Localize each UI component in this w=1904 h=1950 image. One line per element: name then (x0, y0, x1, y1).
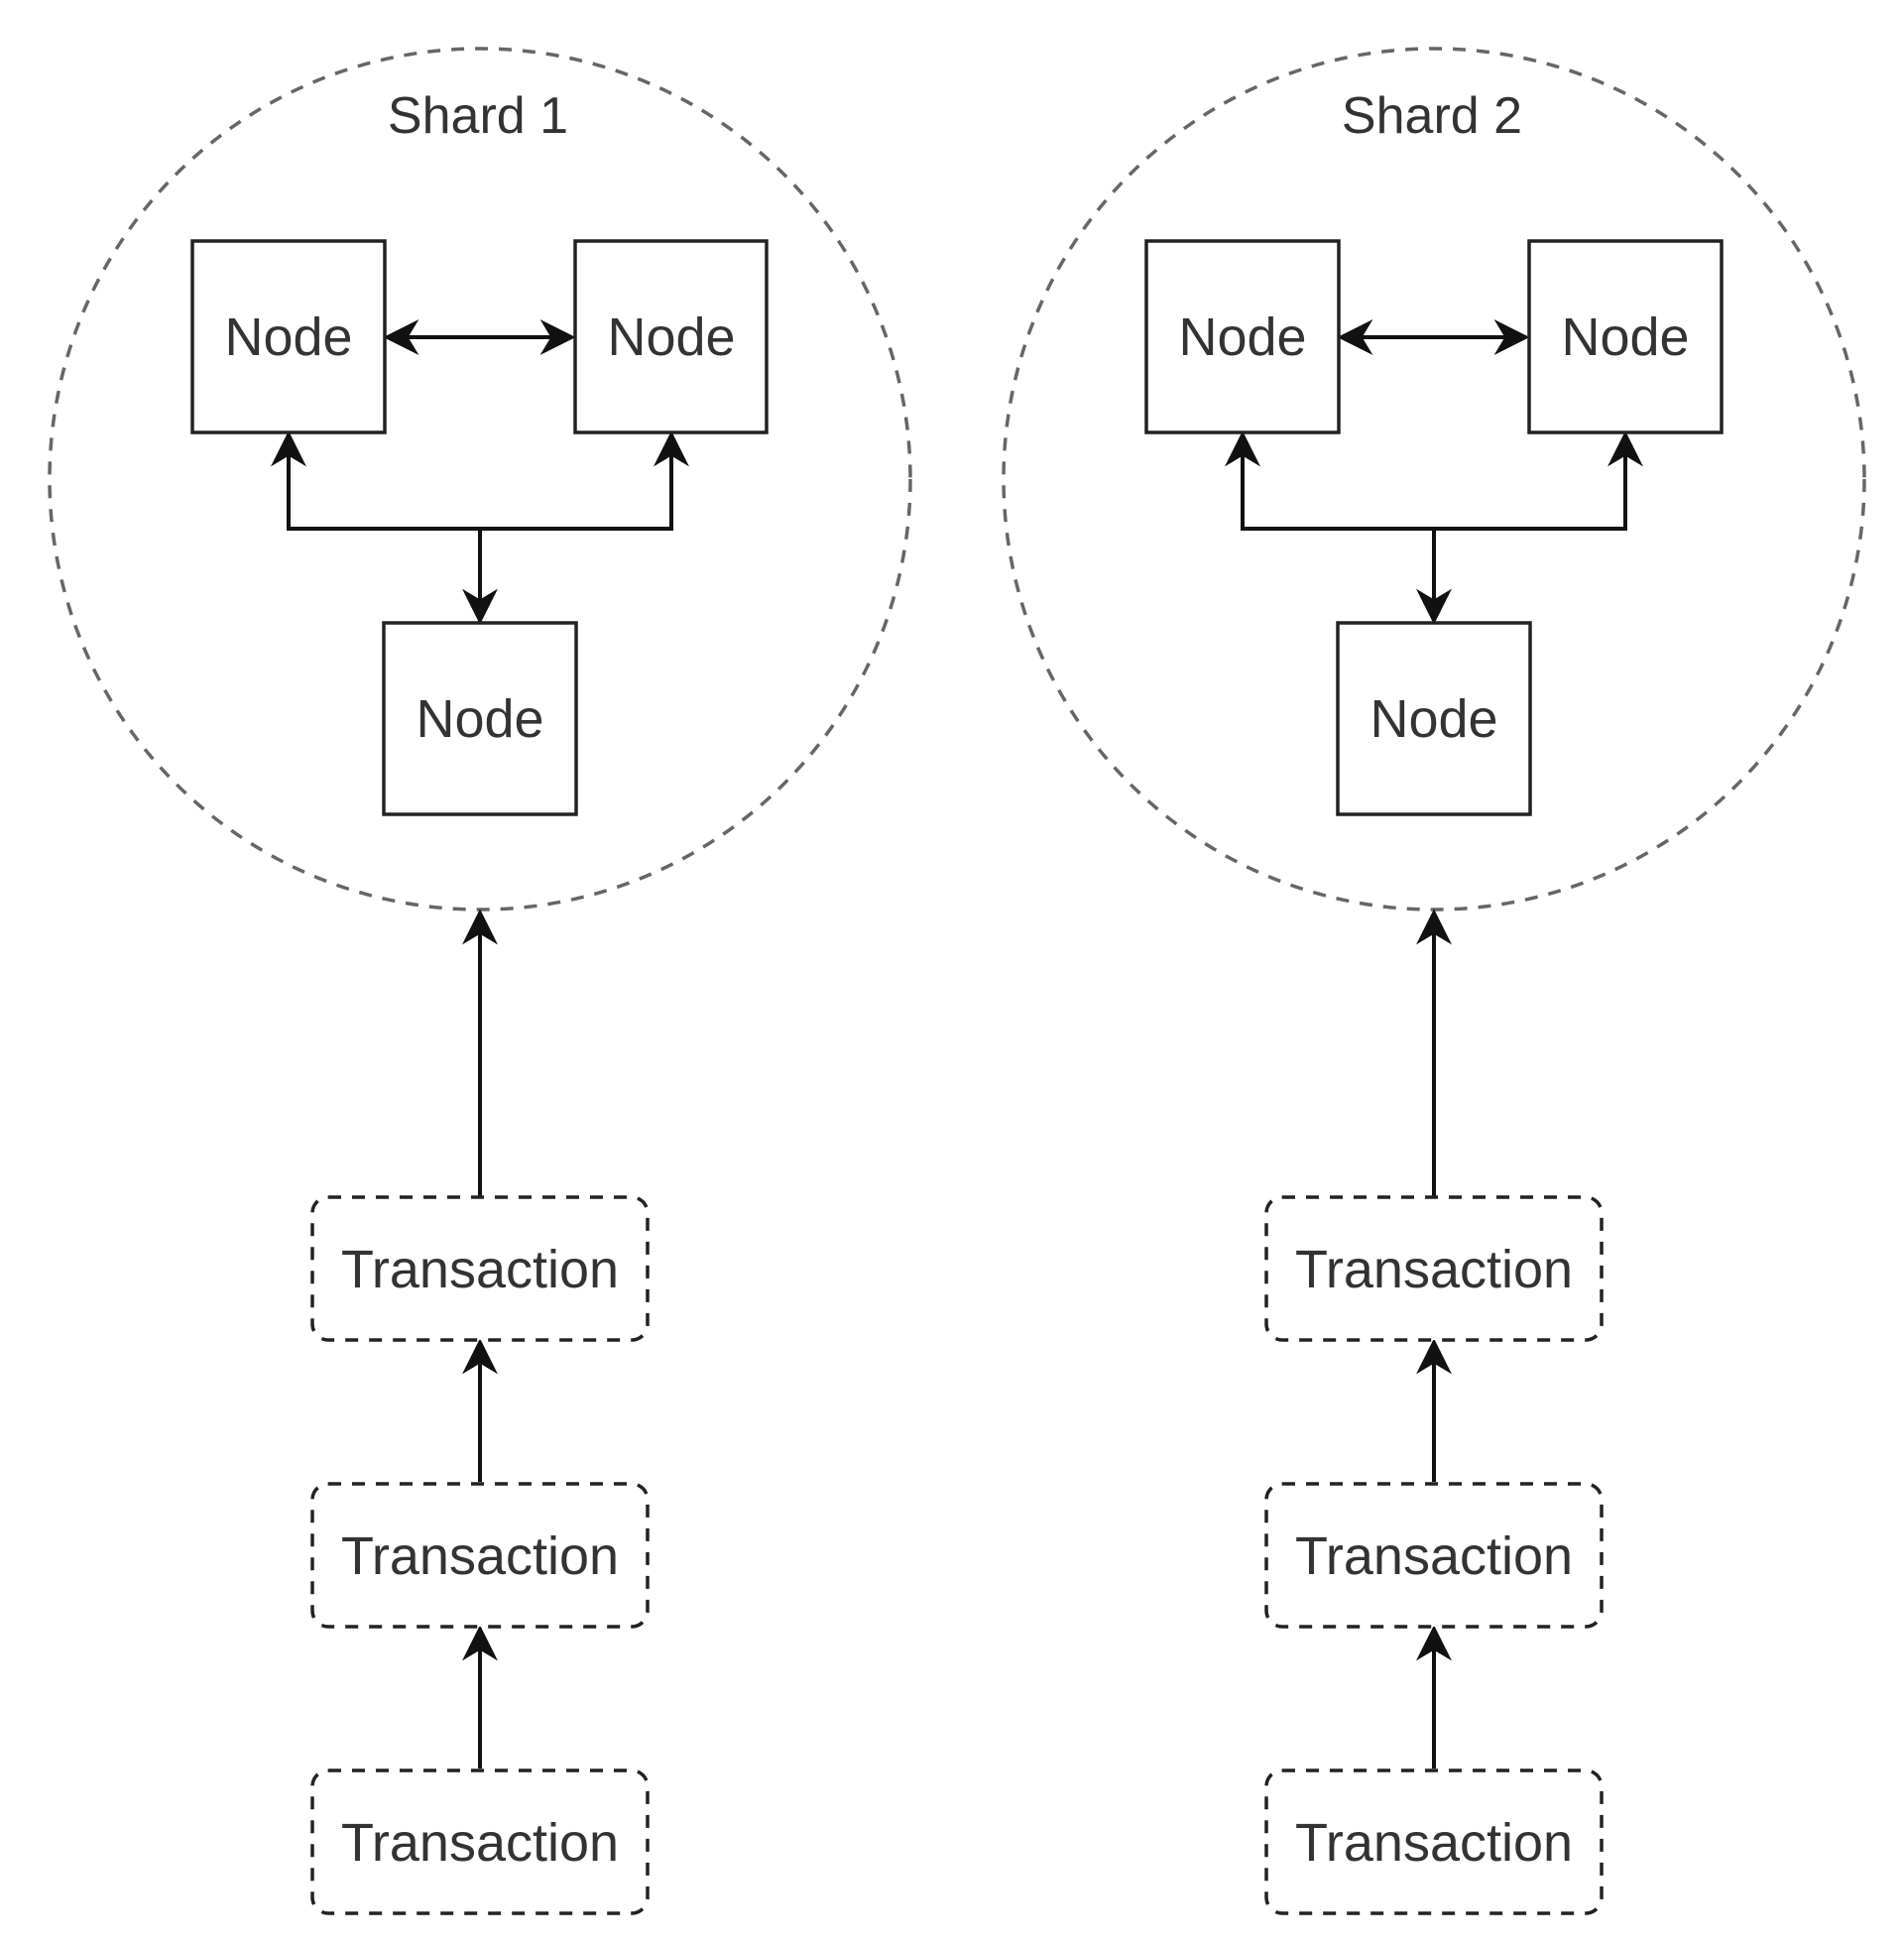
node-label: Node (1561, 307, 1689, 367)
transaction-label: Transaction (1295, 1240, 1573, 1299)
transaction-box[interactable]: Transaction (1264, 1768, 1604, 1915)
transaction-label: Transaction (341, 1813, 619, 1873)
node-box[interactable]: Node (382, 621, 578, 816)
node-box[interactable]: Node (1144, 239, 1341, 434)
transaction-label: Transaction (341, 1526, 619, 1586)
node-link-to-left (271, 430, 480, 531)
transaction-label: Transaction (1295, 1526, 1573, 1586)
shard-label: Shard 1 (388, 87, 568, 145)
node-link-to-left (1225, 430, 1434, 531)
transaction-box[interactable]: Transaction (1264, 1195, 1604, 1342)
node-link-to-right (1434, 430, 1643, 531)
node-box[interactable]: Node (190, 239, 387, 434)
node-label: Node (416, 689, 543, 749)
transaction-label: Transaction (1295, 1813, 1573, 1873)
transaction-box[interactable]: Transaction (1264, 1482, 1604, 1629)
transaction-label: Transaction (341, 1240, 619, 1299)
transaction-box[interactable]: Transaction (310, 1482, 650, 1629)
shard-label: Shard 2 (1342, 87, 1522, 145)
node-box[interactable]: Node (1336, 621, 1532, 816)
node-label: Node (607, 307, 735, 367)
node-link-to-right (480, 430, 689, 531)
node-box[interactable]: Node (1527, 239, 1724, 434)
node-box[interactable]: Node (573, 239, 769, 434)
shard-1: Shard 1 Node Node Node Transaction T (48, 47, 912, 1915)
node-label: Node (1178, 307, 1306, 367)
transaction-box[interactable]: Transaction (310, 1195, 650, 1342)
shard-2: Shard 2 Node Node Node Transaction T (1002, 47, 1866, 1915)
node-label: Node (224, 307, 352, 367)
transaction-box[interactable]: Transaction (310, 1768, 650, 1915)
node-label: Node (1369, 689, 1497, 749)
